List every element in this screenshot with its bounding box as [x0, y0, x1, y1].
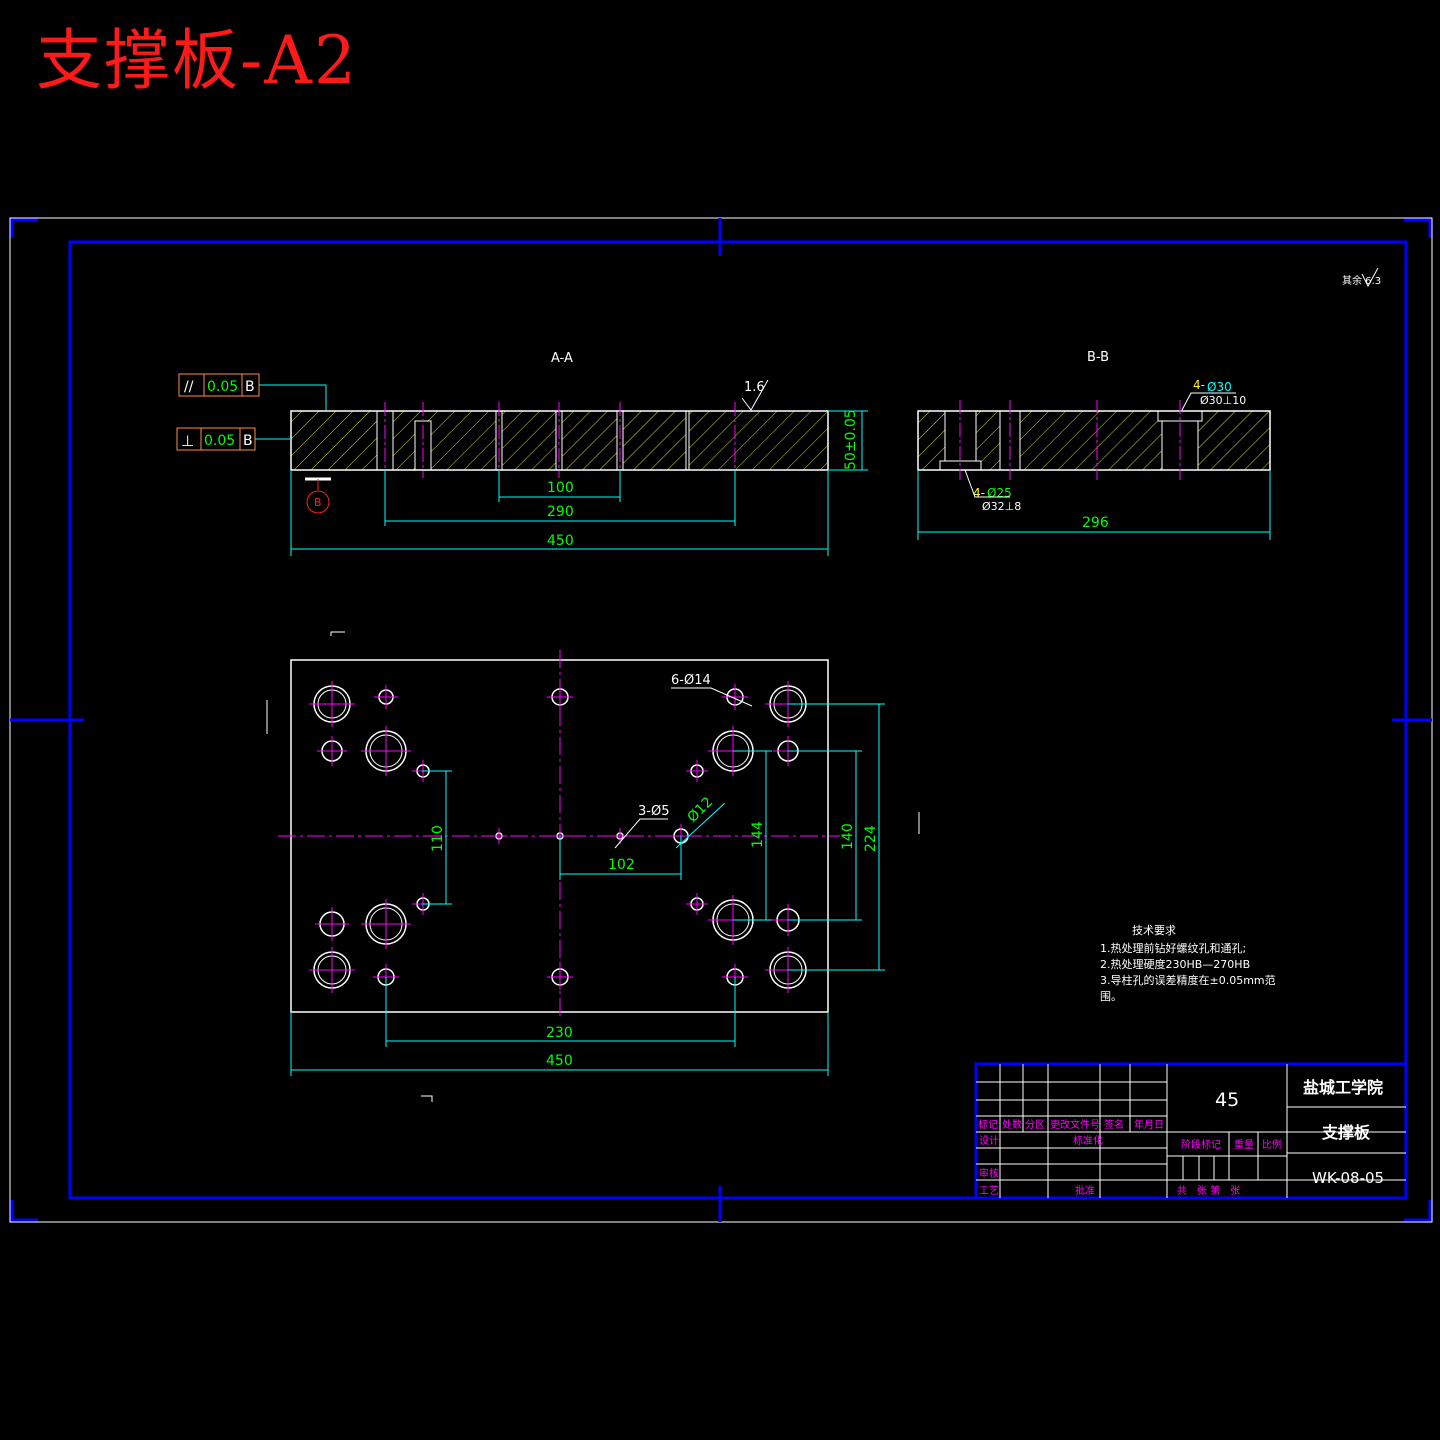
svg-text:Ø30⊥10: Ø30⊥10 — [1200, 394, 1246, 407]
svg-text:处数: 处数 — [1002, 1118, 1022, 1131]
dim-296: 296 — [1082, 515, 1109, 531]
svg-text:1.热处理前钻好螺纹孔和通孔;: 1.热处理前钻好螺纹孔和通孔; — [1100, 941, 1246, 955]
svg-text:设计: 设计 — [979, 1134, 999, 1147]
svg-text:110: 110 — [430, 825, 446, 852]
school-name: 盐城工学院 — [1303, 1078, 1383, 1097]
svg-text:4-: 4- — [1193, 378, 1205, 392]
svg-text:3-Ø5: 3-Ø5 — [638, 804, 669, 819]
roughness-1-6: 1.6 — [744, 380, 765, 395]
svg-text:102: 102 — [608, 857, 635, 873]
svg-text://: // — [184, 379, 194, 395]
svg-text:6-Ø14: 6-Ø14 — [671, 673, 711, 688]
svg-text:Ø25: Ø25 — [987, 486, 1012, 500]
roughness-note: 其余 6.3 — [1342, 274, 1381, 287]
dim-100: 100 — [547, 480, 574, 496]
svg-text:0.05: 0.05 — [204, 433, 235, 449]
technical-requirements: 技术要求 1.热处理前钻好螺纹孔和通孔; 2.热处理硬度230HB—270HB … — [1100, 924, 1276, 1003]
plan-view: 6-Ø14 3-Ø5 Ø12 — [266, 631, 920, 1102]
svg-text:共 张 第 张: 共 张 第 张 — [1177, 1184, 1240, 1197]
svg-text:3.导柱孔的误差精度在±0.05mm范: 3.导柱孔的误差精度在±0.05mm范 — [1100, 973, 1276, 987]
svg-text:Ø30: Ø30 — [1207, 380, 1232, 394]
datum-b-symbol — [306, 490, 330, 514]
svg-text:Ø12: Ø12 — [685, 794, 717, 826]
svg-text:B: B — [243, 433, 253, 449]
section-aa: A-A 1.6 // 0.05 B — [176, 351, 868, 556]
svg-text:⊥: ⊥ — [181, 432, 194, 450]
svg-text:224: 224 — [863, 825, 879, 852]
page-title: 支撑板-A2 — [36, 22, 358, 99]
section-bb-outline — [917, 410, 1271, 471]
svg-text:B: B — [314, 496, 322, 509]
svg-text:450: 450 — [546, 1053, 573, 1069]
hole-group — [309, 681, 811, 993]
section-bb-label: B-B — [1087, 350, 1109, 365]
svg-text:230: 230 — [546, 1025, 573, 1041]
svg-text:工艺: 工艺 — [979, 1185, 999, 1197]
svg-text:B: B — [245, 379, 255, 395]
dim-290: 290 — [547, 504, 574, 520]
material: 45 — [1215, 1089, 1239, 1111]
svg-text:144: 144 — [750, 821, 766, 848]
dim-height: 50±0.05 — [843, 409, 859, 470]
svg-text:技术要求: 技术要求 — [1132, 924, 1176, 937]
section-aa-label: A-A — [551, 351, 573, 366]
frame-centering-marks — [10, 218, 1432, 1222]
drawing-number: WK-08-05 — [1312, 1169, 1384, 1187]
svg-text:阶段标记: 阶段标记 — [1181, 1138, 1221, 1151]
part-name: 支撑板 — [1321, 1123, 1371, 1142]
svg-text:4-: 4- — [973, 486, 985, 500]
svg-text:Ø32⊥8: Ø32⊥8 — [982, 500, 1021, 513]
svg-text:围。: 围。 — [1100, 990, 1122, 1003]
svg-text:2.热处理硬度230HB—270HB: 2.热处理硬度230HB—270HB — [1100, 957, 1250, 971]
svg-text:更改文件号: 更改文件号 — [1050, 1118, 1100, 1131]
title-block: 45 盐城工学院 支撑板 WK-08-05 标记 处数 分区 更改文件号 签名 … — [974, 1062, 1408, 1200]
svg-text:140: 140 — [840, 823, 856, 850]
svg-text:批准: 批准 — [1075, 1184, 1095, 1197]
dim-450-aa: 450 — [547, 533, 574, 549]
sheet-border — [9, 217, 1433, 1223]
svg-text:重量: 重量 — [1234, 1138, 1254, 1151]
svg-text:签名: 签名 — [1104, 1118, 1124, 1131]
svg-text:0.05: 0.05 — [207, 379, 238, 395]
svg-text:分区: 分区 — [1025, 1119, 1045, 1131]
svg-text:年月日: 年月日 — [1134, 1118, 1164, 1131]
section-bb: B-B 4- Ø30 Ø30⊥10 4- Ø25 Ø32⊥8 296 — [917, 350, 1271, 540]
roughness-symbol — [1361, 267, 1379, 288]
svg-text:审核: 审核 — [979, 1167, 999, 1180]
svg-text:比例: 比例 — [1262, 1138, 1282, 1151]
svg-text:标准化: 标准化 — [1073, 1134, 1103, 1147]
svg-text:标记: 标记 — [978, 1119, 998, 1131]
